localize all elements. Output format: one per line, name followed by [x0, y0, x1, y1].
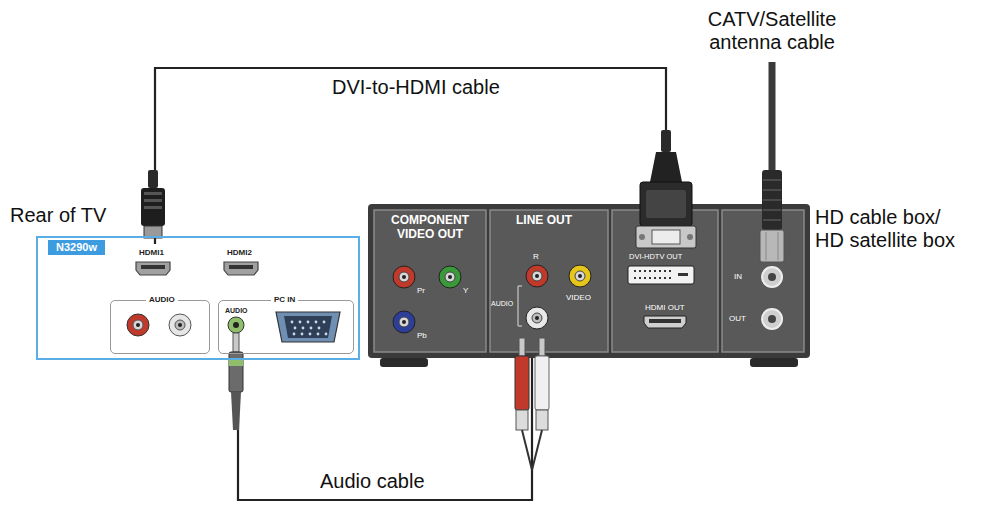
port-label: DVI-HDTV OUT [629, 253, 682, 262]
antenna-section: IN OUT [722, 210, 806, 352]
digital-video-section: DVI-HDTV OUT HDMI OUT [612, 210, 720, 352]
audio-group: AUDIO [110, 300, 210, 354]
hd-cable-box: HD cable box/ HD satellite boxCOMPONENT … [370, 205, 808, 357]
port-label: Pb [417, 331, 427, 340]
cable-label: DVI-to-HDMI cable [330, 76, 502, 99]
cable-label: CATV/Satellite antenna cable [692, 8, 852, 54]
pc-in-group: PC INAUDIO [218, 300, 354, 354]
panel-heading: Rear of TV [10, 204, 106, 227]
device-heading: HD cable box/ HD satellite box [815, 206, 975, 252]
port-label: HDMI2 [227, 248, 252, 257]
hdmi-port: HDMI1 [130, 244, 180, 284]
cable-label: Audio cable [318, 470, 427, 493]
tv-ports [127, 262, 340, 342]
port-label: HDMI OUT [645, 303, 685, 312]
port-label: IN [734, 272, 742, 281]
port-label: OUT [729, 314, 746, 323]
section-title: COMPONENT VIDEO OUT [378, 214, 482, 242]
section-title: LINE OUT [516, 214, 572, 228]
port-label: R [533, 252, 539, 261]
component-section: COMPONENT VIDEO OUT Pr Y Pb [374, 210, 486, 352]
port-label: VIDEO [566, 293, 591, 302]
group-heading: AUDIO [146, 295, 178, 304]
group-heading: PC IN [271, 295, 298, 304]
hdmi-port: HDMI2 [218, 244, 268, 284]
port-label: Pr [417, 286, 425, 295]
line-out-section: LINE OUT R AUDIO VIDEO [488, 210, 610, 352]
port-label: HDMI1 [139, 248, 164, 257]
audio-cable [238, 352, 532, 500]
port-label: AUDIO [225, 307, 248, 315]
tv-rear-panel: Rear of TVN3290wHDMI1HDMI2AUDIOPC INAUDI… [36, 236, 360, 360]
cable-plugs [141, 62, 784, 470]
port-label: AUDIO [491, 300, 513, 308]
hd-box-housing [368, 204, 810, 367]
port-label: Y [463, 286, 468, 295]
model-tab: N3290w [48, 240, 105, 255]
